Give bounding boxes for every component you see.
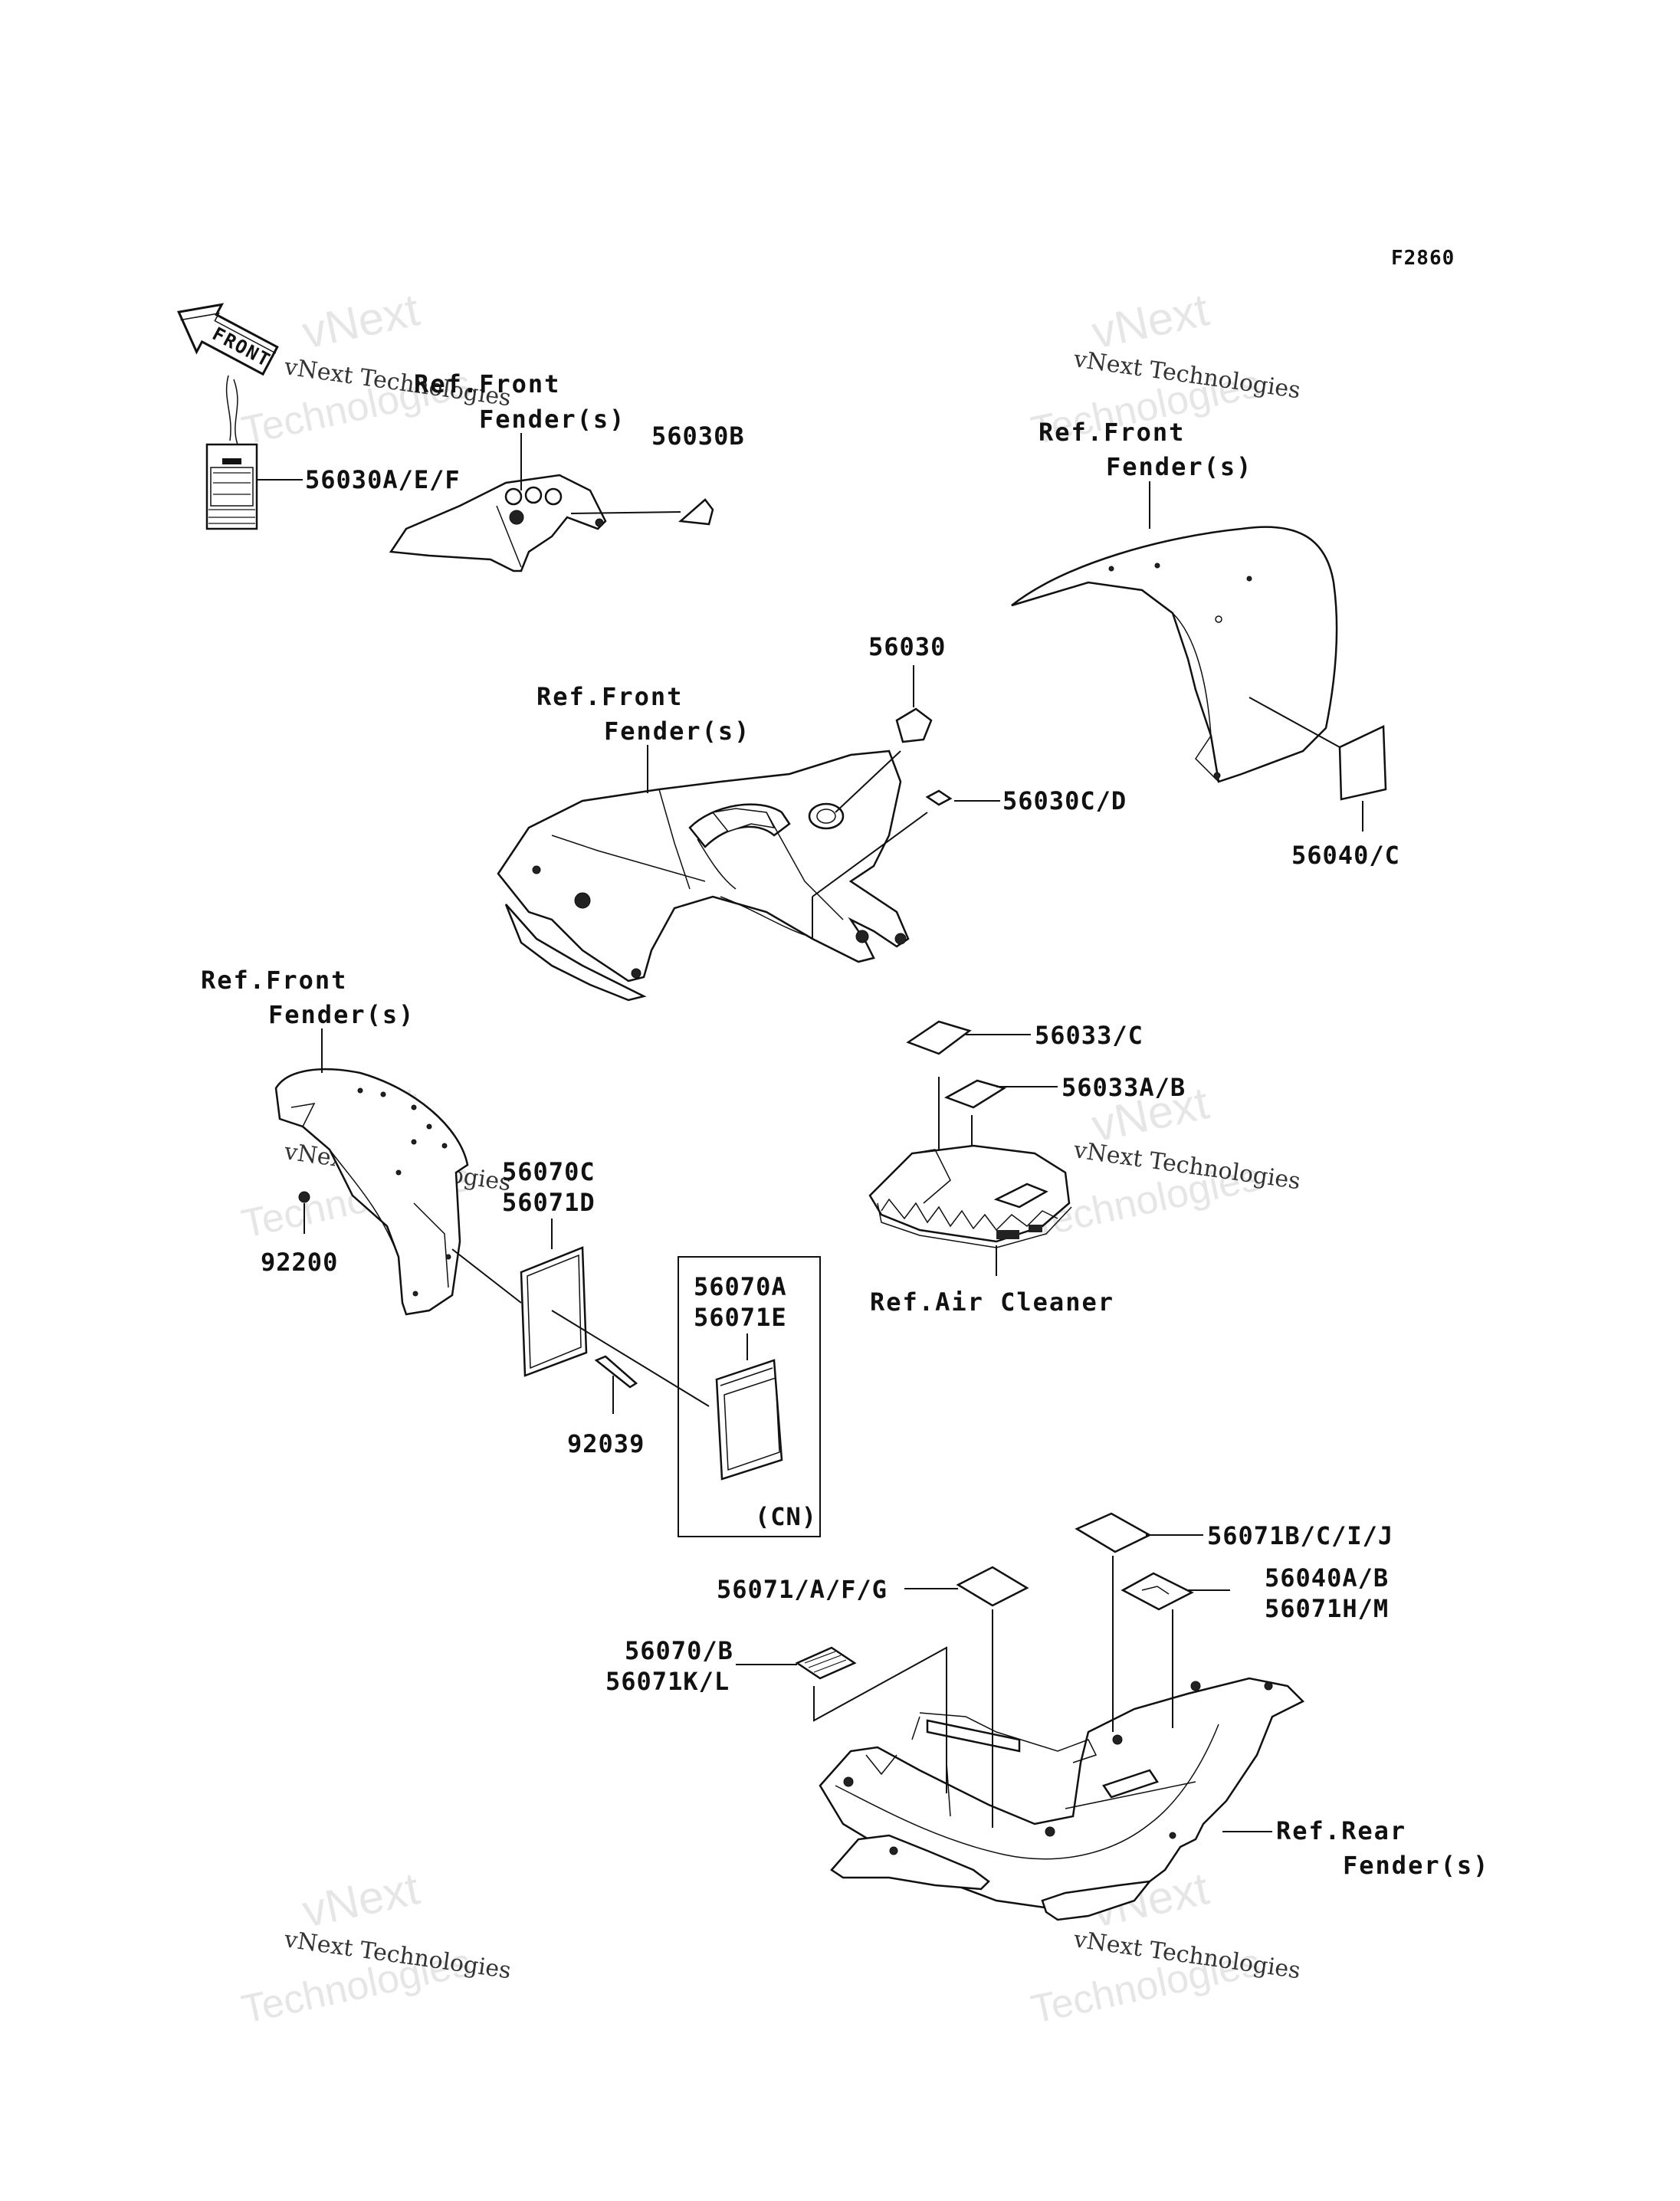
label-56030CD: 56030C/D <box>1002 786 1127 815</box>
front-fender-right-large <box>1011 526 1338 783</box>
label-56071D: 56071D <box>502 1188 596 1217</box>
label-56030B-icon <box>678 498 714 526</box>
label-56033C-icon <box>906 1020 972 1055</box>
label-56070A: 56070A <box>694 1272 787 1301</box>
leader-plate-fender <box>451 1248 522 1304</box>
watermark-big-top: vNext <box>298 1862 424 1937</box>
front-fender-left-side <box>274 1068 469 1316</box>
ref-front-fender-1-b: Fender(s) <box>479 405 625 434</box>
label-56071AFG: 56071/A/F/G <box>717 1575 888 1604</box>
label-cn: (CN) <box>755 1502 817 1531</box>
label-56033C: 56033/C <box>1035 1021 1144 1050</box>
label-56033AB: 56033A/B <box>1061 1073 1186 1102</box>
watermark-bottom-left: vNext Technologies vNext Technologies <box>238 1862 512 2032</box>
label-56071BCIJ-icon <box>1075 1512 1152 1553</box>
ref-front-fender-4-a: Ref.Front <box>201 966 347 995</box>
label-56040C-icon <box>1338 725 1387 801</box>
ref-front-fender-3-b: Fender(s) <box>1106 452 1252 481</box>
rear-fender <box>819 1677 1305 1921</box>
ref-front-fender-2-a: Ref.Front <box>536 682 683 711</box>
label-56070B: 56070/B <box>625 1636 733 1665</box>
grommet-icon <box>298 1191 310 1203</box>
leader-56040C <box>1249 697 1340 748</box>
label-56030-icon <box>895 707 933 743</box>
rivet-icon <box>594 1355 638 1389</box>
ref-air-cleaner: Ref.Air Cleaner <box>870 1287 1114 1317</box>
leader-plate-cn <box>551 1310 710 1407</box>
watermark-big-top: vNext <box>298 284 424 358</box>
label-56040AB: 56040A/B <box>1265 1563 1389 1593</box>
label-56030AEF: 56030A/E/F <box>305 465 461 494</box>
ref-rear-fender-b: Fender(s) <box>1343 1851 1489 1880</box>
label-56030CD-icon <box>925 789 953 806</box>
figure-code: F2860 <box>1391 247 1455 270</box>
air-cleaner-cover <box>868 1144 1072 1248</box>
front-fender-center <box>497 750 910 1002</box>
leader-56070B-down <box>813 1646 947 1793</box>
ref-front-fender-1-a: Ref.Front <box>414 369 560 399</box>
cn-box <box>678 1256 821 1537</box>
ref-front-fender-4-b: Fender(s) <box>268 1000 415 1029</box>
label-92039: 92039 <box>567 1429 645 1458</box>
label-56070C: 56070C <box>502 1157 596 1186</box>
label-56071K: 56071K/L <box>605 1667 730 1696</box>
ref-front-fender-3-a: Ref.Front <box>1039 418 1185 447</box>
ref-front-fender-2-b: Fender(s) <box>604 717 750 746</box>
leader-56030CD-b <box>812 812 928 897</box>
label-92200: 92200 <box>261 1248 338 1277</box>
watermark-mid-right: vNext Technologies vNext Technologies <box>1027 1077 1301 1247</box>
leader-56030-b <box>835 750 901 813</box>
front-arrow-icon: FRONT <box>177 303 279 376</box>
cn-plate-icon <box>715 1359 783 1481</box>
label-56071E: 56071E <box>694 1303 787 1332</box>
label-56040C: 56040/C <box>1291 841 1400 870</box>
leader-56030B <box>570 511 681 514</box>
label-56071BCIJ: 56071B/C/I/J <box>1207 1521 1393 1550</box>
label-56071AFG-icon <box>956 1566 1029 1607</box>
watermark-top-left: vNext Technologies vNext Technologies <box>238 284 512 454</box>
label-56033AB-icon <box>944 1079 1007 1109</box>
label-56030B: 56030B <box>651 422 745 451</box>
label-56071HM: 56071H/M <box>1265 1594 1389 1623</box>
ref-rear-fender-a: Ref.Rear <box>1276 1816 1406 1845</box>
hang-tag <box>205 375 258 530</box>
label-56030: 56030 <box>868 632 946 661</box>
front-fender-top-small <box>389 474 607 572</box>
watermark-big-top: vNext <box>1088 284 1213 358</box>
label-56040AB-icon <box>1121 1572 1194 1611</box>
